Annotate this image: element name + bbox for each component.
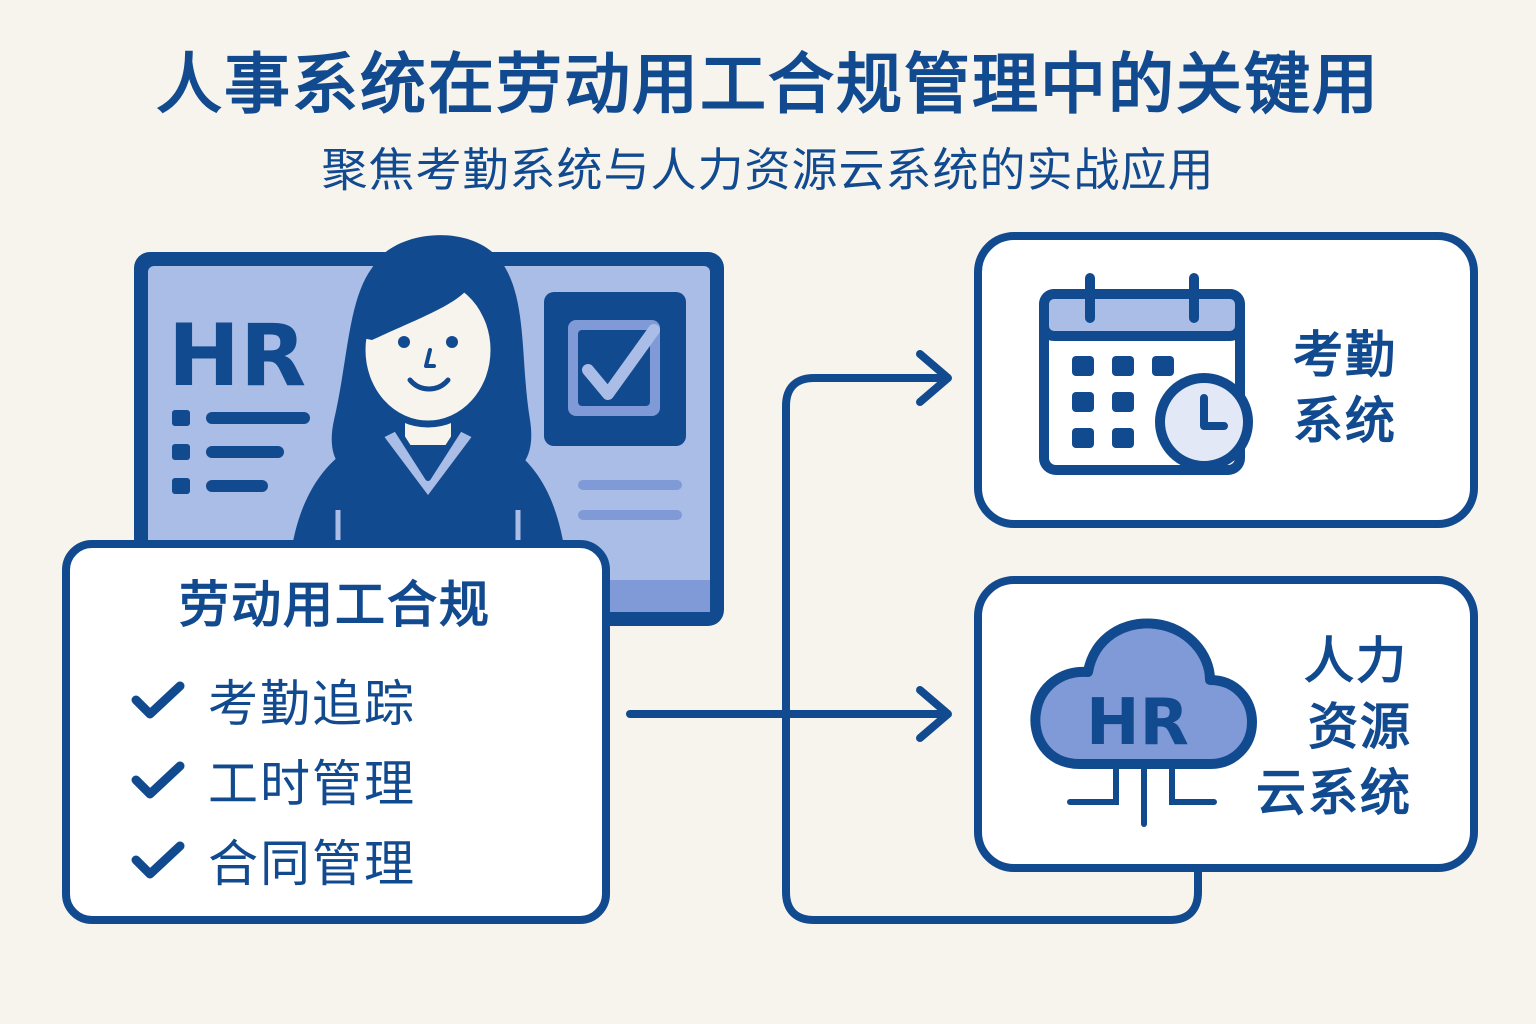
compliance-card [62, 540, 610, 924]
attendance-label-line: 系统 [1293, 392, 1397, 450]
page-title: 人事系统在劳动用工合规管理中的关键用 [156, 46, 1380, 123]
checklist-item-label: 考勤追踪 [208, 675, 416, 733]
check-icon [131, 681, 185, 719]
cloud-hr-text: HR [1086, 686, 1189, 760]
clock-icon [1155, 373, 1253, 471]
hr-cloud-label-line: 人力 [1304, 632, 1408, 690]
connector-lines [626, 350, 1202, 924]
screen-list-icon [172, 410, 310, 494]
page-subtitle: 聚焦考勤系统与人力资源云系统的实战应用 [321, 143, 1215, 197]
compliance-card-title: 劳动用工合规 [179, 576, 491, 634]
checklist-item-label: 工时管理 [208, 755, 416, 813]
check-icon [131, 841, 185, 879]
checklist-item: 考勤追踪 [130, 660, 416, 740]
compliance-checklist: 考勤追踪 工时管理 合同管理 [130, 660, 416, 900]
attendance-system-label: 考勤 系统 [1280, 322, 1410, 454]
checklist-item-label: 合同管理 [208, 835, 416, 893]
cloud-icon: HR [1030, 618, 1257, 827]
hr-woman-icon [290, 235, 566, 560]
screen-hr-text: HR [168, 306, 306, 406]
checkbox-icon [544, 292, 686, 520]
hr-cloud-label-line: 云系统 [1256, 764, 1412, 822]
attendance-label-line: 考勤 [1293, 326, 1397, 384]
checklist-item: 合同管理 [130, 820, 416, 900]
check-icon [131, 761, 185, 799]
checklist-item: 工时管理 [130, 740, 416, 820]
hr-cloud-label-line: 资源 [1308, 698, 1412, 756]
hr-cloud-system-label: 人力 资源 云系统 [1222, 628, 1412, 826]
